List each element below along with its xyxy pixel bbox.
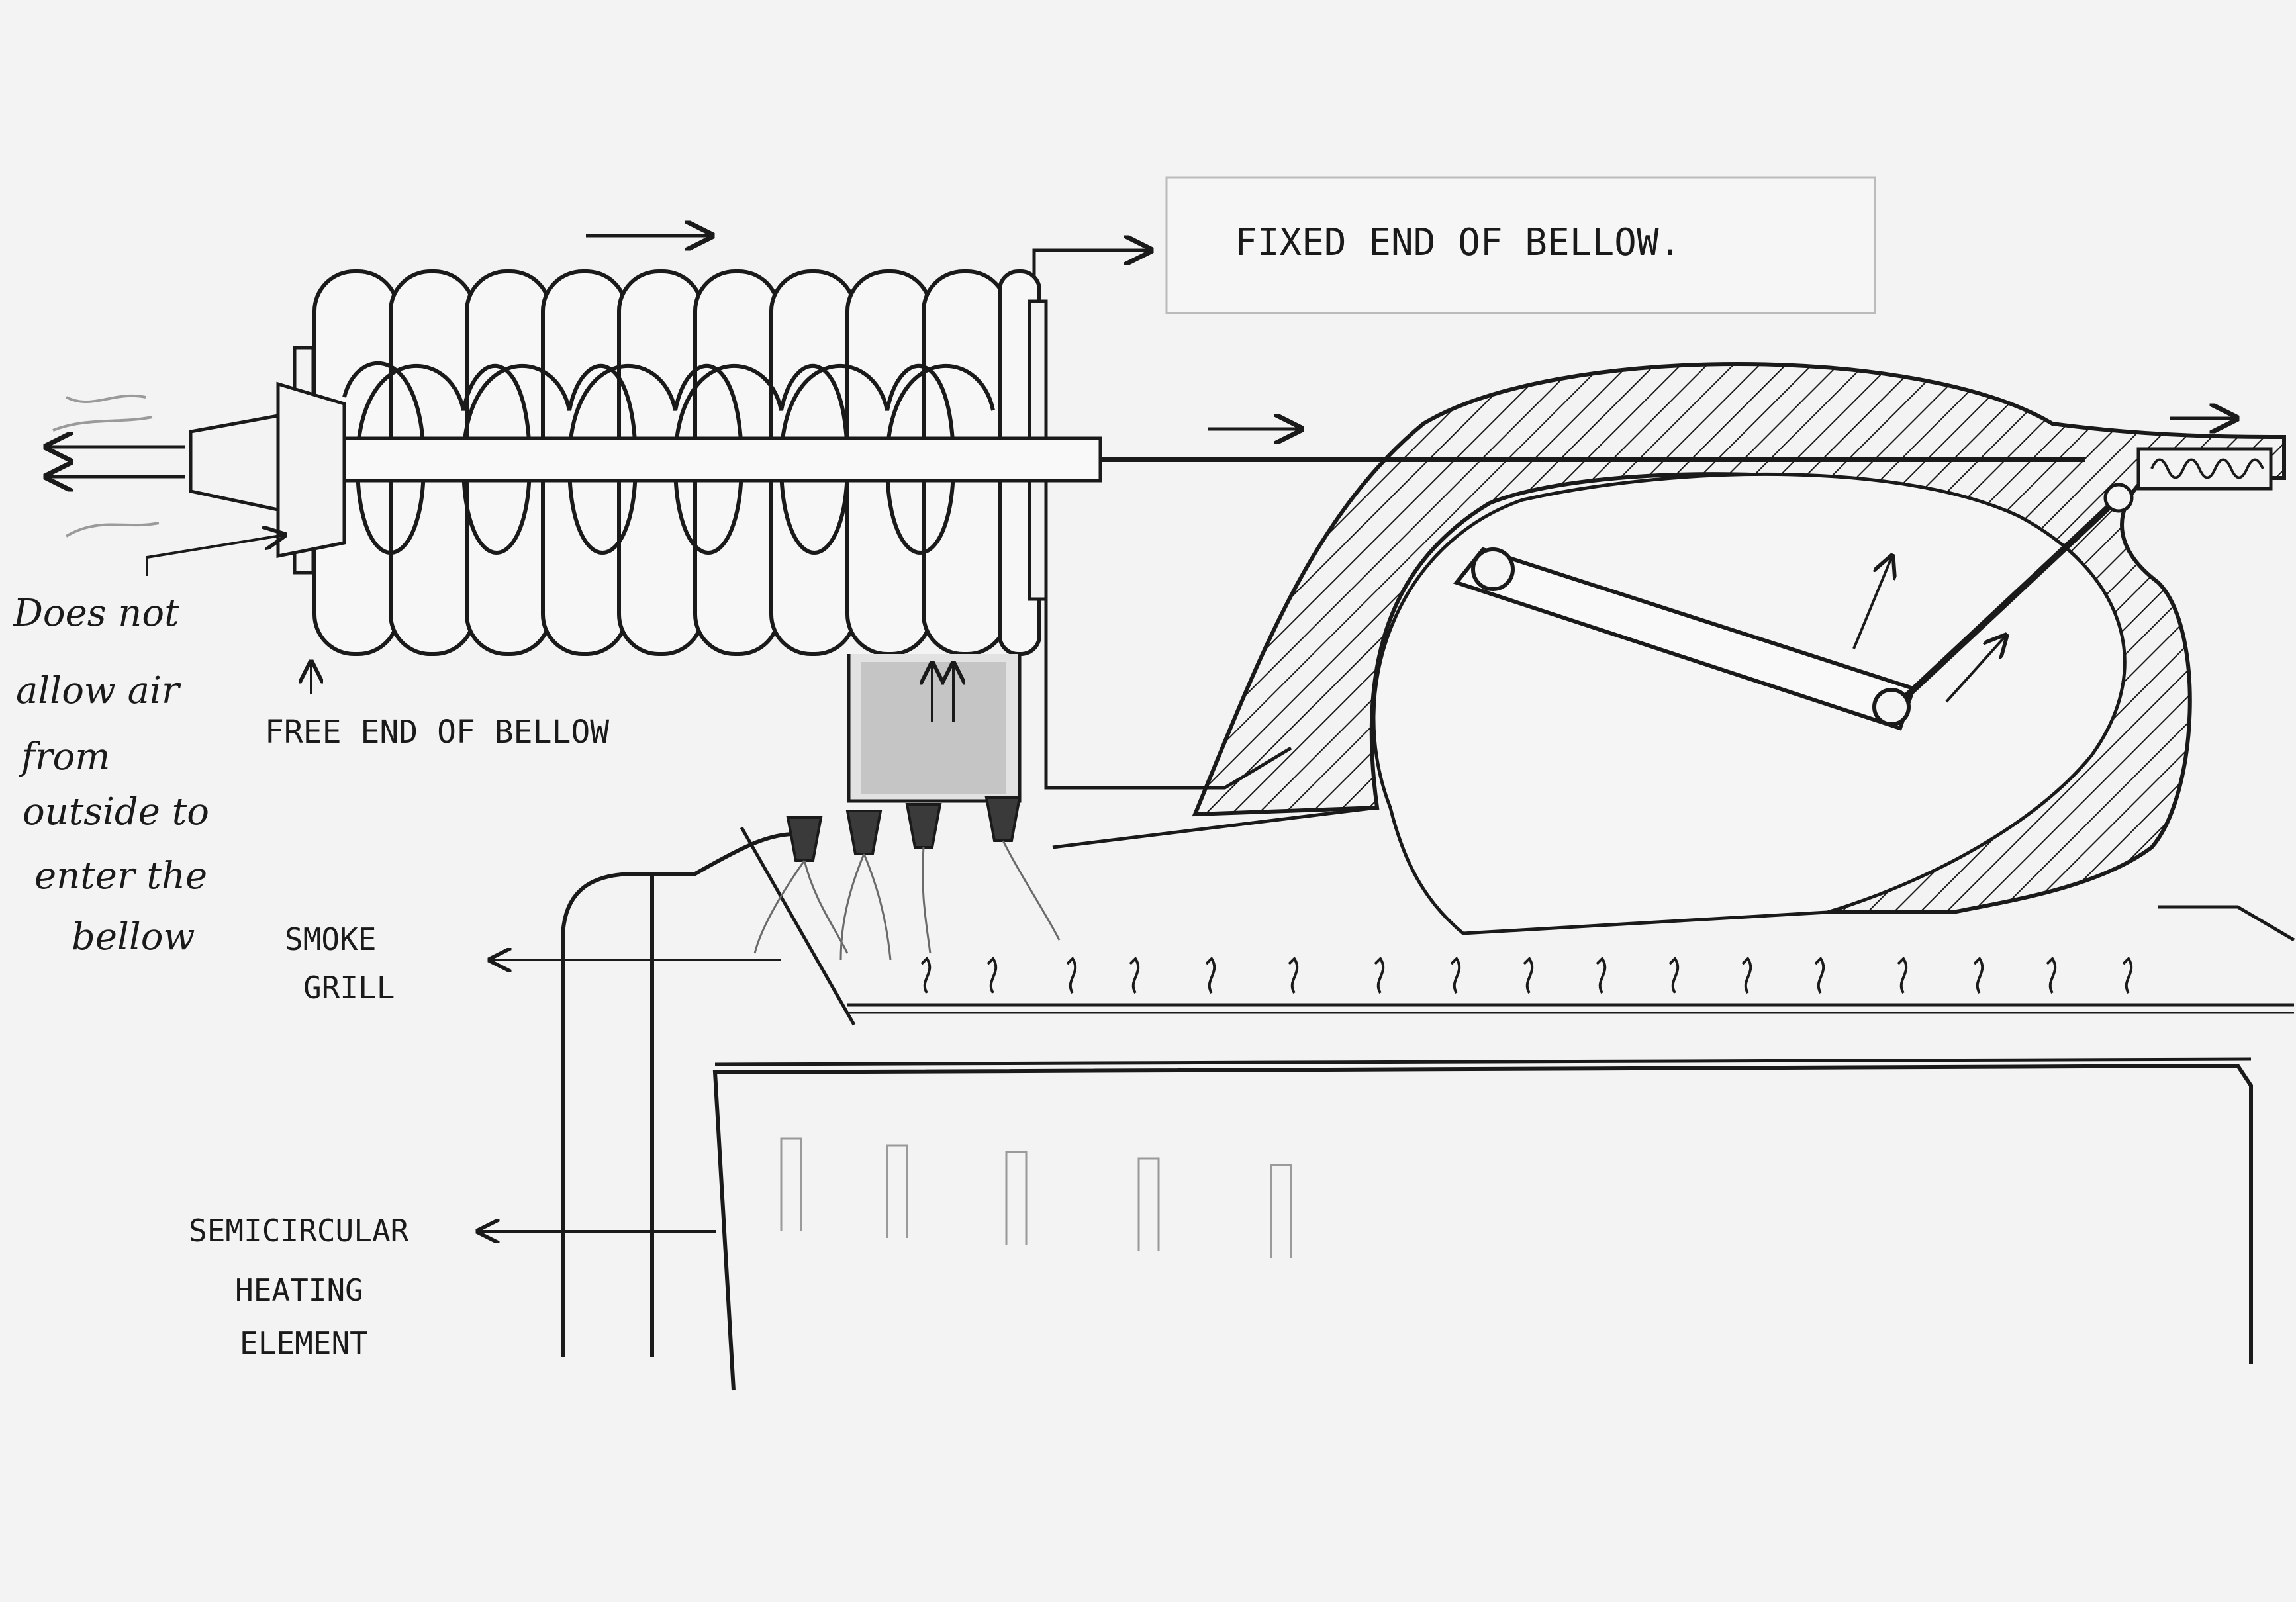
heating-element-label-2: HEATING [235, 1272, 363, 1308]
fixed-end-label: FIXED END OF BELLOW. [1235, 221, 1681, 264]
valve-flap [276, 381, 346, 559]
fixed-end-label-box [1165, 176, 1876, 314]
grill-front-panel [561, 832, 795, 1357]
pivot-bottom [1872, 688, 1911, 726]
fixed-end-pointer [1032, 250, 1151, 297]
heat-waves [920, 956, 2133, 994]
heating-element-label-1: SEMICIRCULAR [189, 1213, 409, 1249]
internal-spring [342, 361, 995, 555]
heating-element-ribs [780, 1137, 1292, 1258]
svg-text:enter the: enter the [34, 855, 207, 898]
heating-element-label-3: ELEMENT [240, 1325, 368, 1361]
pivot-top [1471, 547, 1515, 591]
lever-arm-2 [1891, 495, 2121, 711]
semicircular-heating-element [712, 1063, 2253, 1391]
valve-note: Does not allow air from outside to enter… [13, 592, 209, 959]
grill-top-edge [1052, 806, 2295, 942]
grill-slant-plate [740, 826, 856, 1026]
central-rod [304, 436, 1102, 483]
grill-lower-frame [714, 1057, 2252, 1066]
smoke-nozzles [786, 796, 1022, 862]
smoke-streams [753, 840, 1061, 961]
smoke-grill-label-1: SMOKE [285, 921, 376, 957]
return-spring-icon [2150, 458, 2264, 479]
free-end-label: FREE END OF BELLOW [265, 714, 609, 751]
valve-pointer [146, 535, 285, 576]
lever-arm-1 [1453, 547, 1916, 731]
intake-duct [847, 654, 1022, 803]
svg-text:Does not: Does not [13, 592, 179, 635]
smoke-grill-label-2: GRILL [303, 970, 395, 1006]
smoke-puff-icon [52, 394, 160, 538]
svg-text:allow air: allow air [16, 669, 181, 712]
svg-text:outside to: outside to [23, 790, 209, 833]
nozzle [189, 414, 280, 512]
lever-up-arrow-2 [1945, 636, 2006, 703]
svg-text:from: from [19, 735, 110, 778]
svg-text:bellow: bellow [72, 916, 195, 959]
lever-up-arrow-1 [1852, 556, 1892, 649]
return-spring-housing [2136, 447, 2273, 491]
pivot-tip [2103, 483, 2134, 513]
